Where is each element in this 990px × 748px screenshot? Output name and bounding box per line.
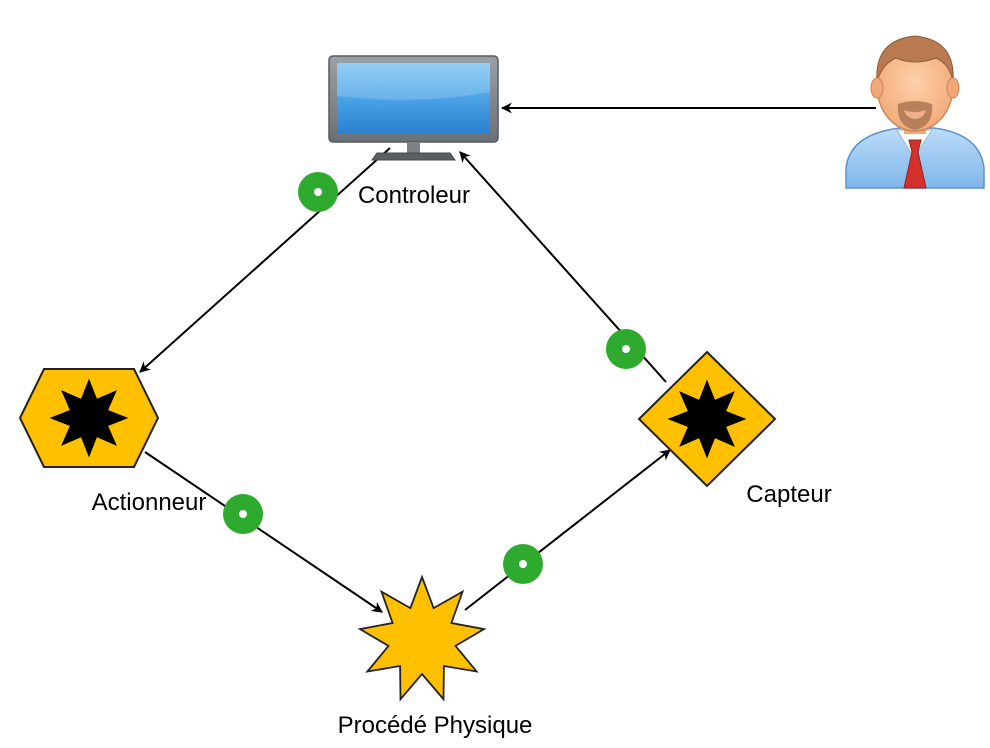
- actuator-node[interactable]: Actionneur: [18, 368, 207, 516]
- edge-controller-to-actuator: [139, 147, 391, 373]
- edge-process-to-sensor: [464, 449, 671, 611]
- connector-dots: [223, 172, 646, 584]
- controller-node[interactable]: Controleur: [328, 55, 499, 209]
- process-node[interactable]: Procédé Physique: [338, 574, 533, 739]
- monitor-icon: [328, 55, 499, 161]
- hexagon-star-icon: [18, 368, 160, 468]
- diamond-star-icon: [637, 350, 777, 488]
- sensor-node[interactable]: Capteur: [637, 350, 832, 508]
- edge-actuator-to-process: [144, 451, 383, 613]
- connector-dot: [223, 494, 263, 534]
- connector-dot: [503, 544, 543, 584]
- edges: [139, 102, 876, 613]
- star-burst-icon: [357, 574, 487, 702]
- connector-dot: [606, 329, 646, 369]
- controller-label: Controleur: [358, 182, 470, 209]
- user-node[interactable]: [845, 35, 985, 189]
- actuator-label: Actionneur: [92, 489, 207, 516]
- process-label: Procédé Physique: [338, 712, 533, 739]
- user-icon: [845, 35, 985, 189]
- sensor-label: Capteur: [746, 481, 831, 508]
- connector-dot: [298, 172, 338, 212]
